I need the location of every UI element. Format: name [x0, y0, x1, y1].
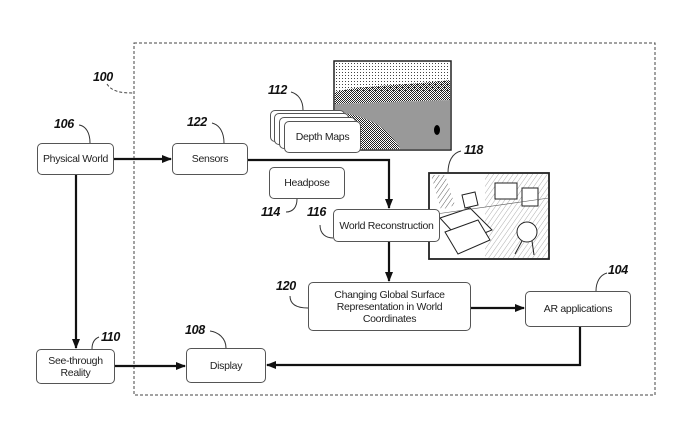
node-label-line-2: Representation in World: [336, 300, 443, 313]
edge-sensors-to-world-reconstruction: [248, 158, 393, 209]
node-see-through-reality[interactable]: See-through Reality: [36, 349, 115, 384]
ref-100: 100: [93, 70, 113, 84]
ref-110: 110: [101, 330, 121, 344]
leader-112: [290, 91, 304, 111]
node-label: Headpose: [284, 177, 330, 189]
leader-104: [595, 272, 608, 292]
ref-116: 116: [307, 205, 327, 219]
node-depth-maps[interactable]: Depth Maps: [284, 121, 361, 153]
node-label: World Reconstruction: [339, 219, 434, 232]
node-label-line-1: See-through: [48, 354, 103, 367]
ref-104: 104: [608, 263, 628, 277]
node-ar-applications[interactable]: AR applications: [525, 291, 631, 327]
ref-106: 106: [54, 117, 74, 131]
node-label: AR applications: [543, 303, 613, 315]
leader-118: [447, 150, 462, 174]
ref-108: 108: [185, 323, 205, 337]
node-label: Physical World: [42, 153, 109, 165]
node-label: Sensors: [191, 153, 229, 165]
ref-112: 112: [268, 83, 288, 97]
node-world-reconstruction[interactable]: World Reconstruction: [333, 209, 440, 242]
leader-108: [209, 330, 227, 349]
node-label: Display: [209, 359, 243, 372]
leader-116: [319, 224, 334, 239]
system-boundary: [133, 42, 656, 396]
leader-106: [78, 124, 91, 144]
leader-100: [106, 83, 135, 94]
leader-114: [285, 198, 298, 213]
ref-114: 114: [261, 205, 281, 219]
node-sensors[interactable]: Sensors: [172, 143, 248, 175]
node-global-surface[interactable]: Changing Global Surface Representation i…: [308, 282, 471, 331]
edge-ar-to-display: [266, 327, 582, 369]
node-label-line-2: Reality: [60, 366, 91, 379]
node-label: Depth Maps: [295, 131, 350, 143]
leader-120: [289, 295, 309, 309]
ref-122: 122: [187, 115, 207, 129]
node-physical-world[interactable]: Physical World: [37, 143, 114, 175]
leader-110: [91, 336, 100, 350]
node-label-line-3: Coordinates: [362, 312, 417, 325]
ref-120: 120: [276, 279, 296, 293]
node-headpose[interactable]: Headpose: [269, 167, 345, 199]
node-label-line-1: Changing Global Surface: [334, 288, 445, 301]
node-display[interactable]: Display: [186, 348, 266, 383]
leader-122: [211, 122, 225, 144]
ref-118: 118: [464, 143, 484, 157]
reconstruction-image: [428, 172, 550, 260]
